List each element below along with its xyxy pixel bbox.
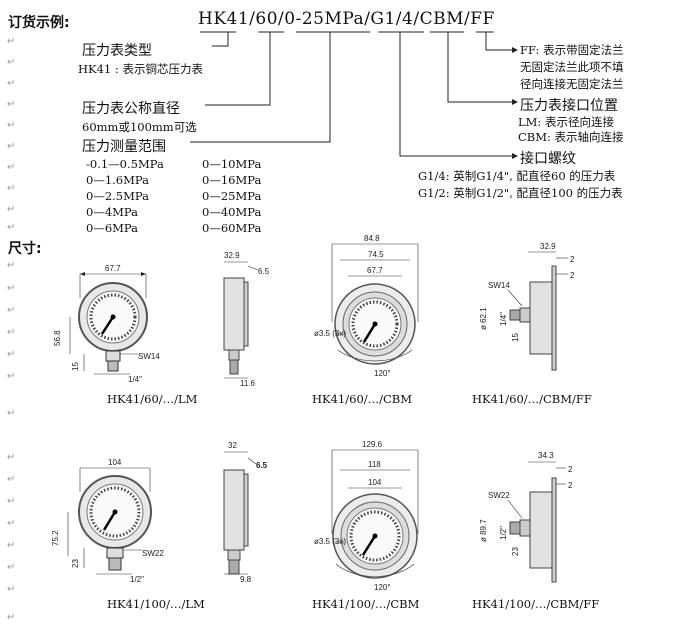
- code-range: 0-25MPa: [284, 9, 365, 29]
- wrench-size: SW22: [142, 549, 164, 558]
- dim-dia: ø 62.1: [479, 307, 488, 330]
- conn-legend: LM: 表示径向连接 CBM: 表示轴向连接: [518, 115, 624, 145]
- drawing-60-lm-side: 32.9 6.5 11.6: [223, 251, 270, 388]
- dim-mid: 74.5: [368, 250, 384, 259]
- dim-width: 104: [108, 458, 122, 467]
- dim-depth: 32.9: [224, 251, 240, 260]
- caption-r2-cbm: HK41/100/…/CBM: [312, 597, 420, 611]
- ranges-left-list: -0.1—0.5MPa 0—1.6MPa 0—2.5MPa 0—4MPa 0—6…: [86, 156, 164, 236]
- range-item: 0—10MPa: [202, 157, 262, 171]
- code-thread: /G1/4/: [364, 9, 420, 29]
- angle: 120°: [374, 369, 391, 378]
- drawing-100-ff-side: 34.3 2 2 SW22 ø 89.7 1/2" 23: [479, 451, 573, 583]
- dim-width: 67.7: [105, 264, 121, 273]
- range-item: 0—1.6MPa: [86, 173, 149, 187]
- thread-title: 接口螺纹: [520, 151, 576, 167]
- ranges-right-list: 0—10MPa 0—16MPa 0—25MPa 0—40MPa 0—60MPa: [202, 156, 261, 236]
- dim-gap-2: 2: [570, 271, 575, 280]
- ff-title: FF: 表示带固定法兰: [520, 43, 624, 57]
- dim-depth: 32.9: [540, 242, 556, 251]
- thread-size: 1/2": [130, 575, 144, 584]
- dim-gap-2: 2: [568, 481, 573, 490]
- code-flange: /FF: [464, 9, 495, 29]
- dim-mid: 118: [368, 460, 381, 469]
- caption-r2-ff: HK41/100/…/CBM/FF: [472, 597, 600, 611]
- thread-g12: G1/2: 英制G1/2", 配直径100 的压力表: [418, 186, 623, 200]
- range-title: 压力测量范围: [82, 139, 166, 155]
- dimensions-heading: 尺寸:: [8, 241, 42, 257]
- dim-depth: 34.3: [538, 451, 554, 460]
- range-item: 0—40MPa: [202, 205, 262, 219]
- type-title: 压力表类型: [82, 43, 152, 59]
- thread-size: 1/4": [499, 312, 508, 326]
- conn-cbm: CBM: 表示轴向连接: [518, 130, 624, 144]
- dim-stem: 15: [71, 362, 80, 371]
- range-item: 0—16MPa: [202, 173, 262, 187]
- wrench-size: SW14: [138, 352, 160, 361]
- ff-desc-2: 径向连接无固定法兰: [520, 77, 624, 91]
- angle: 120°: [374, 583, 391, 592]
- dim-outer: 84.8: [364, 234, 380, 243]
- range-item: 0—4MPa: [86, 205, 138, 219]
- range-item: -0.1—0.5MPa: [86, 157, 164, 171]
- type-desc: HK41 : 表示铜芯压力表: [78, 62, 203, 76]
- ff-desc-1: 无固定法兰此项不填: [520, 60, 624, 74]
- holes: ø3.5 (3x): [314, 537, 346, 546]
- dim-height: 75.2: [51, 530, 60, 546]
- dim-bottom: 11.6: [240, 379, 256, 388]
- code-conn: CBM: [419, 9, 465, 29]
- dim-rim: 6.5: [258, 267, 270, 276]
- drawing-100-lm-side: 32 6.5 9.8: [223, 441, 268, 584]
- thread-size: 1/4": [128, 375, 142, 384]
- dim-rim: 6.5: [256, 461, 268, 470]
- dim-inner: 104: [368, 478, 382, 487]
- order-example-heading: 订货示例:: [8, 15, 70, 31]
- caption-r1-ff: HK41/60/…/CBM/FF: [472, 392, 592, 406]
- drawing-60-ff-side: 32.9 2 2 SW14 ø 62.1 1/4" 15: [479, 242, 575, 371]
- drawing-100-cbm-front: 129.6 118 104 ø3.5 (3x) 120°: [314, 440, 419, 592]
- drawing-100-lm-front: 104 75.2 23 SW22 1/2": [51, 458, 164, 584]
- drawing-60-cbm-front: 84.8 74.5 67.7 ø3.5 (3x) 120°: [314, 234, 419, 378]
- dia-title: 压力表公称直径: [82, 101, 180, 117]
- order-leader-lines: [190, 31, 518, 159]
- ff-legend: FF: 表示带固定法兰 无固定法兰此项不填 径向连接无固定法兰: [520, 42, 624, 93]
- caption-r2-lm: HK41/100/…/LM: [107, 597, 205, 611]
- dim-inner: 67.7: [367, 266, 383, 275]
- drawing-60-lm-front: 67.7 56.8 15 SW14 1/4": [53, 264, 160, 384]
- dim-bottom: 9.8: [240, 575, 252, 584]
- dim-stem: 15: [511, 333, 520, 342]
- dim-outer: 129.6: [362, 440, 383, 449]
- dim-dia: ø 89.7: [479, 519, 488, 542]
- holes: ø3.5 (3x): [314, 329, 346, 338]
- code-dia: /60/: [249, 9, 285, 29]
- wrench-size: SW22: [488, 491, 510, 500]
- dim-stem: 23: [71, 559, 80, 568]
- thread-legend: G1/4: 英制G1/4", 配直径60 的压力表 G1/2: 英制G1/2",…: [418, 168, 623, 202]
- caption-r1-lm: HK41/60/…/LM: [107, 392, 198, 406]
- dia-desc: 60mm或100mm可选: [82, 120, 197, 134]
- wrench-size: SW14: [488, 281, 510, 290]
- thread-g14: G1/4: 英制G1/4", 配直径60 的压力表: [418, 169, 616, 183]
- dim-gap-1: 2: [568, 465, 573, 474]
- dim-gap-1: 2: [570, 255, 575, 264]
- dim-depth: 32: [228, 441, 237, 450]
- conn-lm: LM: 表示径向连接: [518, 115, 614, 129]
- caption-r1-cbm: HK41/60/…/CBM: [312, 392, 413, 406]
- range-item: 0—60MPa: [202, 221, 262, 235]
- dim-height: 56.8: [53, 330, 62, 346]
- range-item: 0—2.5MPa: [86, 189, 149, 203]
- dim-stem: 23: [511, 547, 520, 556]
- code-model: HK41: [198, 9, 250, 29]
- range-item: 0—6MPa: [86, 221, 138, 235]
- range-item: 0—25MPa: [202, 189, 262, 203]
- conn-title: 压力表接口位置: [520, 98, 618, 114]
- order-code: HK41/60/0-25MPa/G1/4/CBM/FF: [198, 9, 495, 29]
- thread-size: 1/2": [499, 526, 508, 540]
